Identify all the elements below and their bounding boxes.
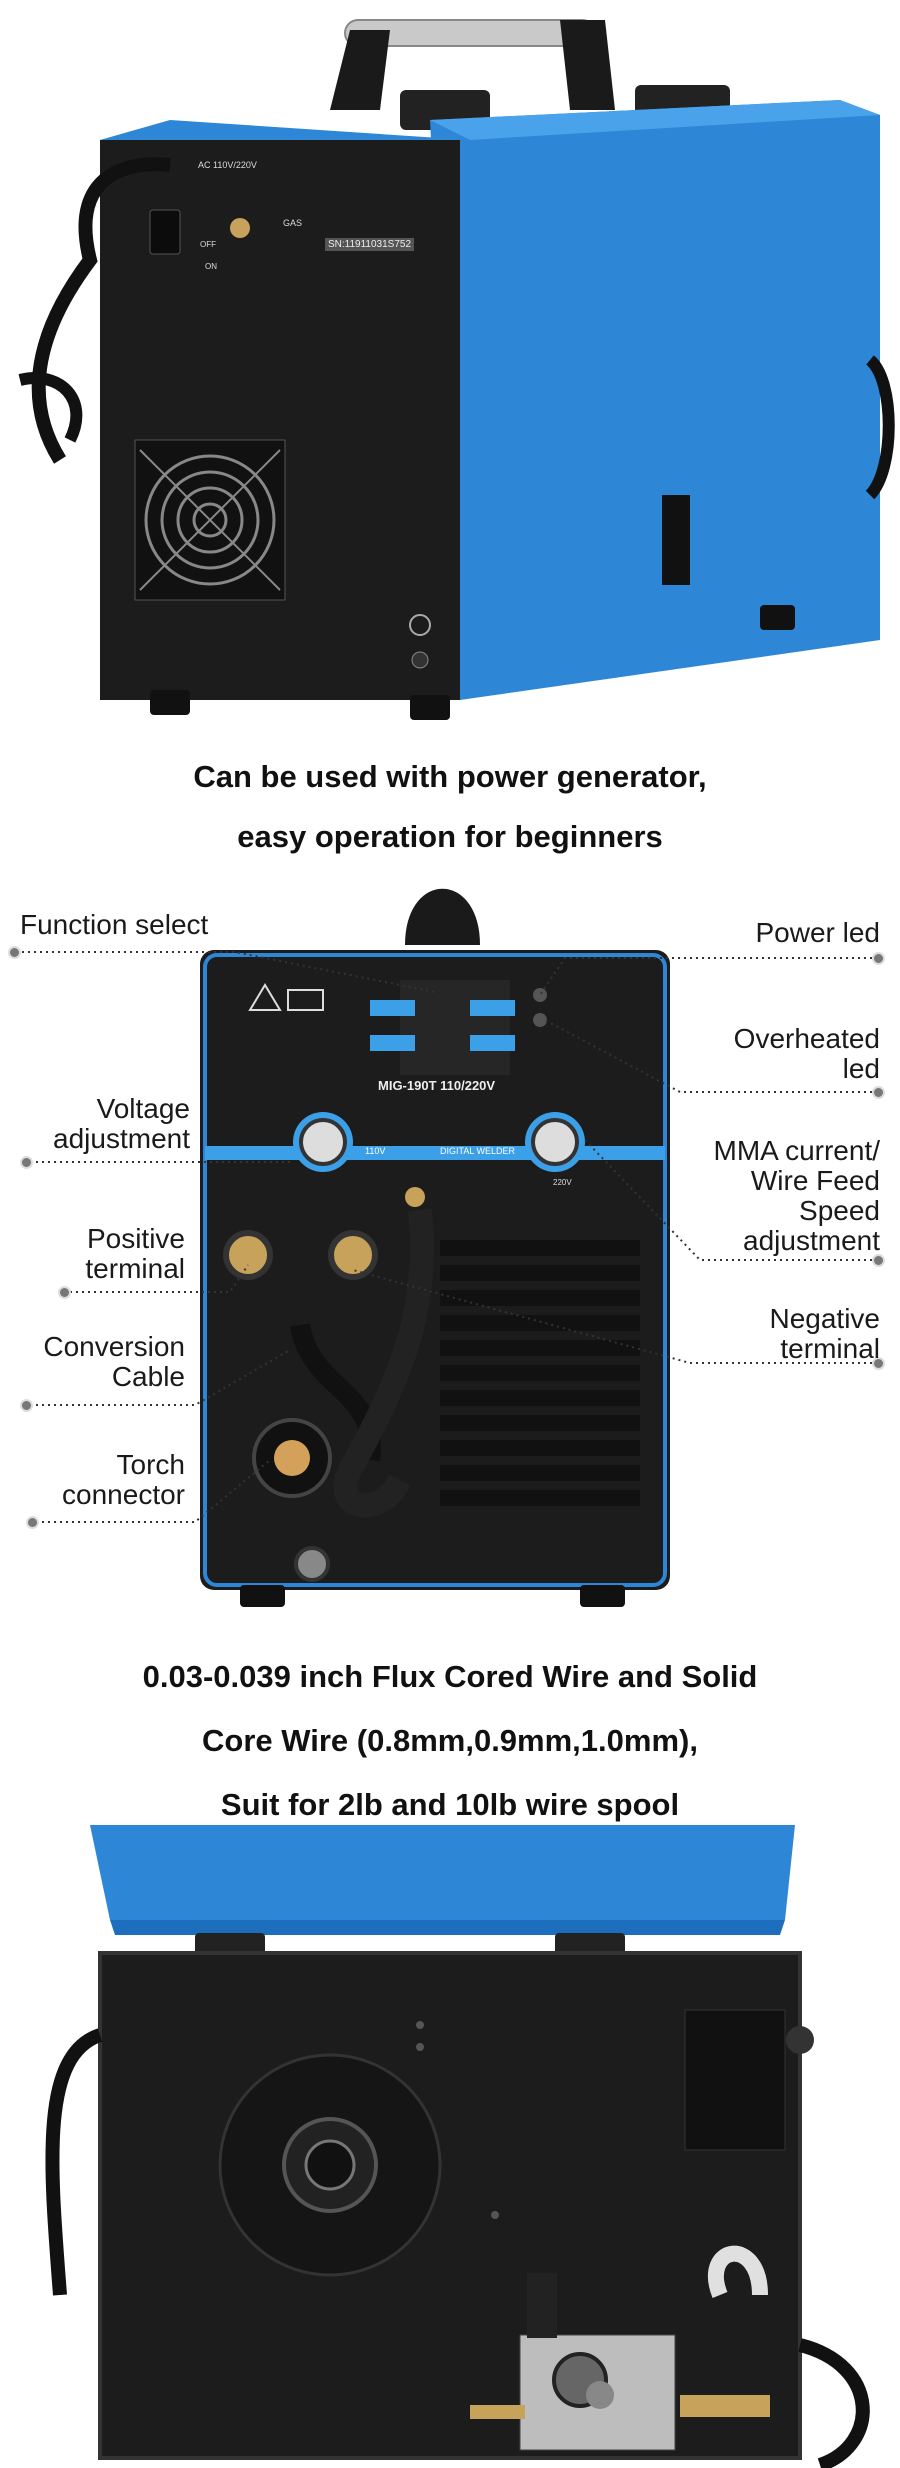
dot-voltage-adjustment (20, 1156, 33, 1169)
callout-overheated-led: Overheated led (733, 1023, 880, 1084)
rear-off-label: OFF (200, 240, 216, 249)
front-panel-image (22, 888, 878, 1607)
callout-negative-terminal: Negative terminal (769, 1303, 880, 1364)
front-panel-diagram: MIG-190T 110/220V DIGITAL WELDER 110V 22… (0, 860, 900, 1630)
v110-label: 110V (365, 1146, 386, 1156)
rear-serial-label: SN:11911031S752 (325, 238, 415, 251)
dot-mma-adjustment (872, 1254, 885, 1267)
callout-function-select: Function select (20, 909, 209, 940)
dot-positive-terminal (58, 1286, 71, 1299)
dot-conversion-cable (20, 1399, 33, 1412)
callout-voltage-adjustment: Voltage adjustment (53, 1093, 190, 1154)
callout-torch-connector: Torch connector (62, 1449, 185, 1510)
dot-power-led (872, 952, 885, 965)
rear-on-label: ON (205, 262, 217, 271)
dot-function-select (8, 946, 21, 959)
v220-label: 220V (553, 1178, 572, 1187)
callout-conversion-cable: Conversion Cable (43, 1331, 185, 1392)
side-open-view-image (0, 1825, 900, 2468)
model-label: MIG-190T 110/220V (378, 1078, 496, 1093)
digital-welder-label: DIGITAL WELDER (440, 1146, 516, 1156)
rear-gas-label: GAS (283, 218, 303, 228)
callout-power-led: Power led (755, 917, 880, 948)
caption-top-line-2: easy operation for beginners (237, 819, 663, 854)
caption-top-line-1: Can be used with power generator, (193, 759, 707, 794)
caption-mid-line-3: Suit for 2lb and 10lb wire spool (220, 1787, 680, 1822)
rear-ac-label: AC 110V/220V (198, 160, 257, 170)
dot-overheated-led (872, 1086, 885, 1099)
callout-positive-terminal: Positive terminal (85, 1223, 185, 1284)
callout-mma-adjustment: MMA current/ Wire Feed Speed adjustment (713, 1135, 880, 1256)
dot-negative-terminal (872, 1357, 885, 1370)
dot-torch-connector (26, 1516, 39, 1529)
rear-view-image: AC 110V/220V OFF ON GAS SN:11911031S752 (0, 0, 900, 730)
caption-mid-line-2: Core Wire (0.8mm,0.9mm,1.0mm), (202, 1723, 698, 1758)
caption-mid-line-1: 0.03-0.039 inch Flux Cored Wire and Soli… (142, 1659, 758, 1694)
